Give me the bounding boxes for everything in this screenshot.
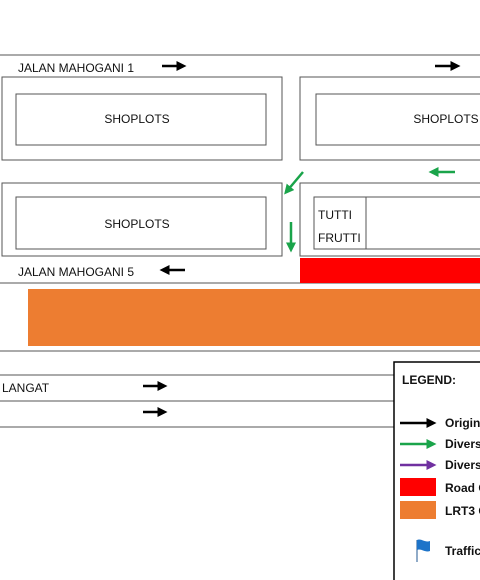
- shoplot-top-right: [315, 93, 480, 146]
- legend-label: LRT3 C: [445, 504, 480, 518]
- lrt3-construction-area: [28, 289, 480, 346]
- diversion-arrow: [284, 171, 304, 195]
- legend-label: Divers: [445, 458, 480, 472]
- legend-label: Road C: [445, 481, 480, 495]
- shoplot-top-left: [15, 93, 267, 146]
- road-label-top: JALAN MAHOGANI 1: [18, 61, 134, 75]
- block-outline-top-right: [299, 76, 480, 161]
- tenant-label-line2: FRUTTI: [318, 231, 361, 245]
- road-label-bottom: LANGAT: [2, 381, 50, 395]
- block-outline-top-left: [1, 76, 283, 161]
- shoplot-mid-left: [15, 196, 267, 250]
- legend-title: LEGEND:: [402, 373, 456, 387]
- legend-label: Traffic: [445, 544, 480, 558]
- legend: LEGEND: Origin Divers Divers Road C LRT3…: [393, 361, 480, 580]
- shoplot-label-mid-left: SHOPLOTS: [104, 217, 169, 231]
- block-outline-mid-left: [1, 182, 283, 257]
- shoplot-label-top-left: SHOPLOTS: [104, 112, 169, 126]
- block-outline-mid-right: [299, 182, 480, 257]
- shoplot-mid-right: [313, 196, 480, 250]
- legend-label: Origin: [445, 416, 480, 430]
- legend-road-closure-swatch: [400, 478, 436, 496]
- tenant-label-line1: TUTTI: [318, 208, 352, 222]
- road-closure-area: [300, 258, 480, 283]
- flag-icon: [416, 539, 430, 562]
- legend-lrt3-swatch: [400, 501, 436, 519]
- road-edges: [0, 54, 480, 428]
- legend-box: [393, 361, 480, 580]
- shoplot-label-top-right: SHOPLOTS: [413, 112, 478, 126]
- legend-label: Divers: [445, 437, 480, 451]
- road-label-middle: JALAN MAHOGANI 5: [18, 265, 134, 279]
